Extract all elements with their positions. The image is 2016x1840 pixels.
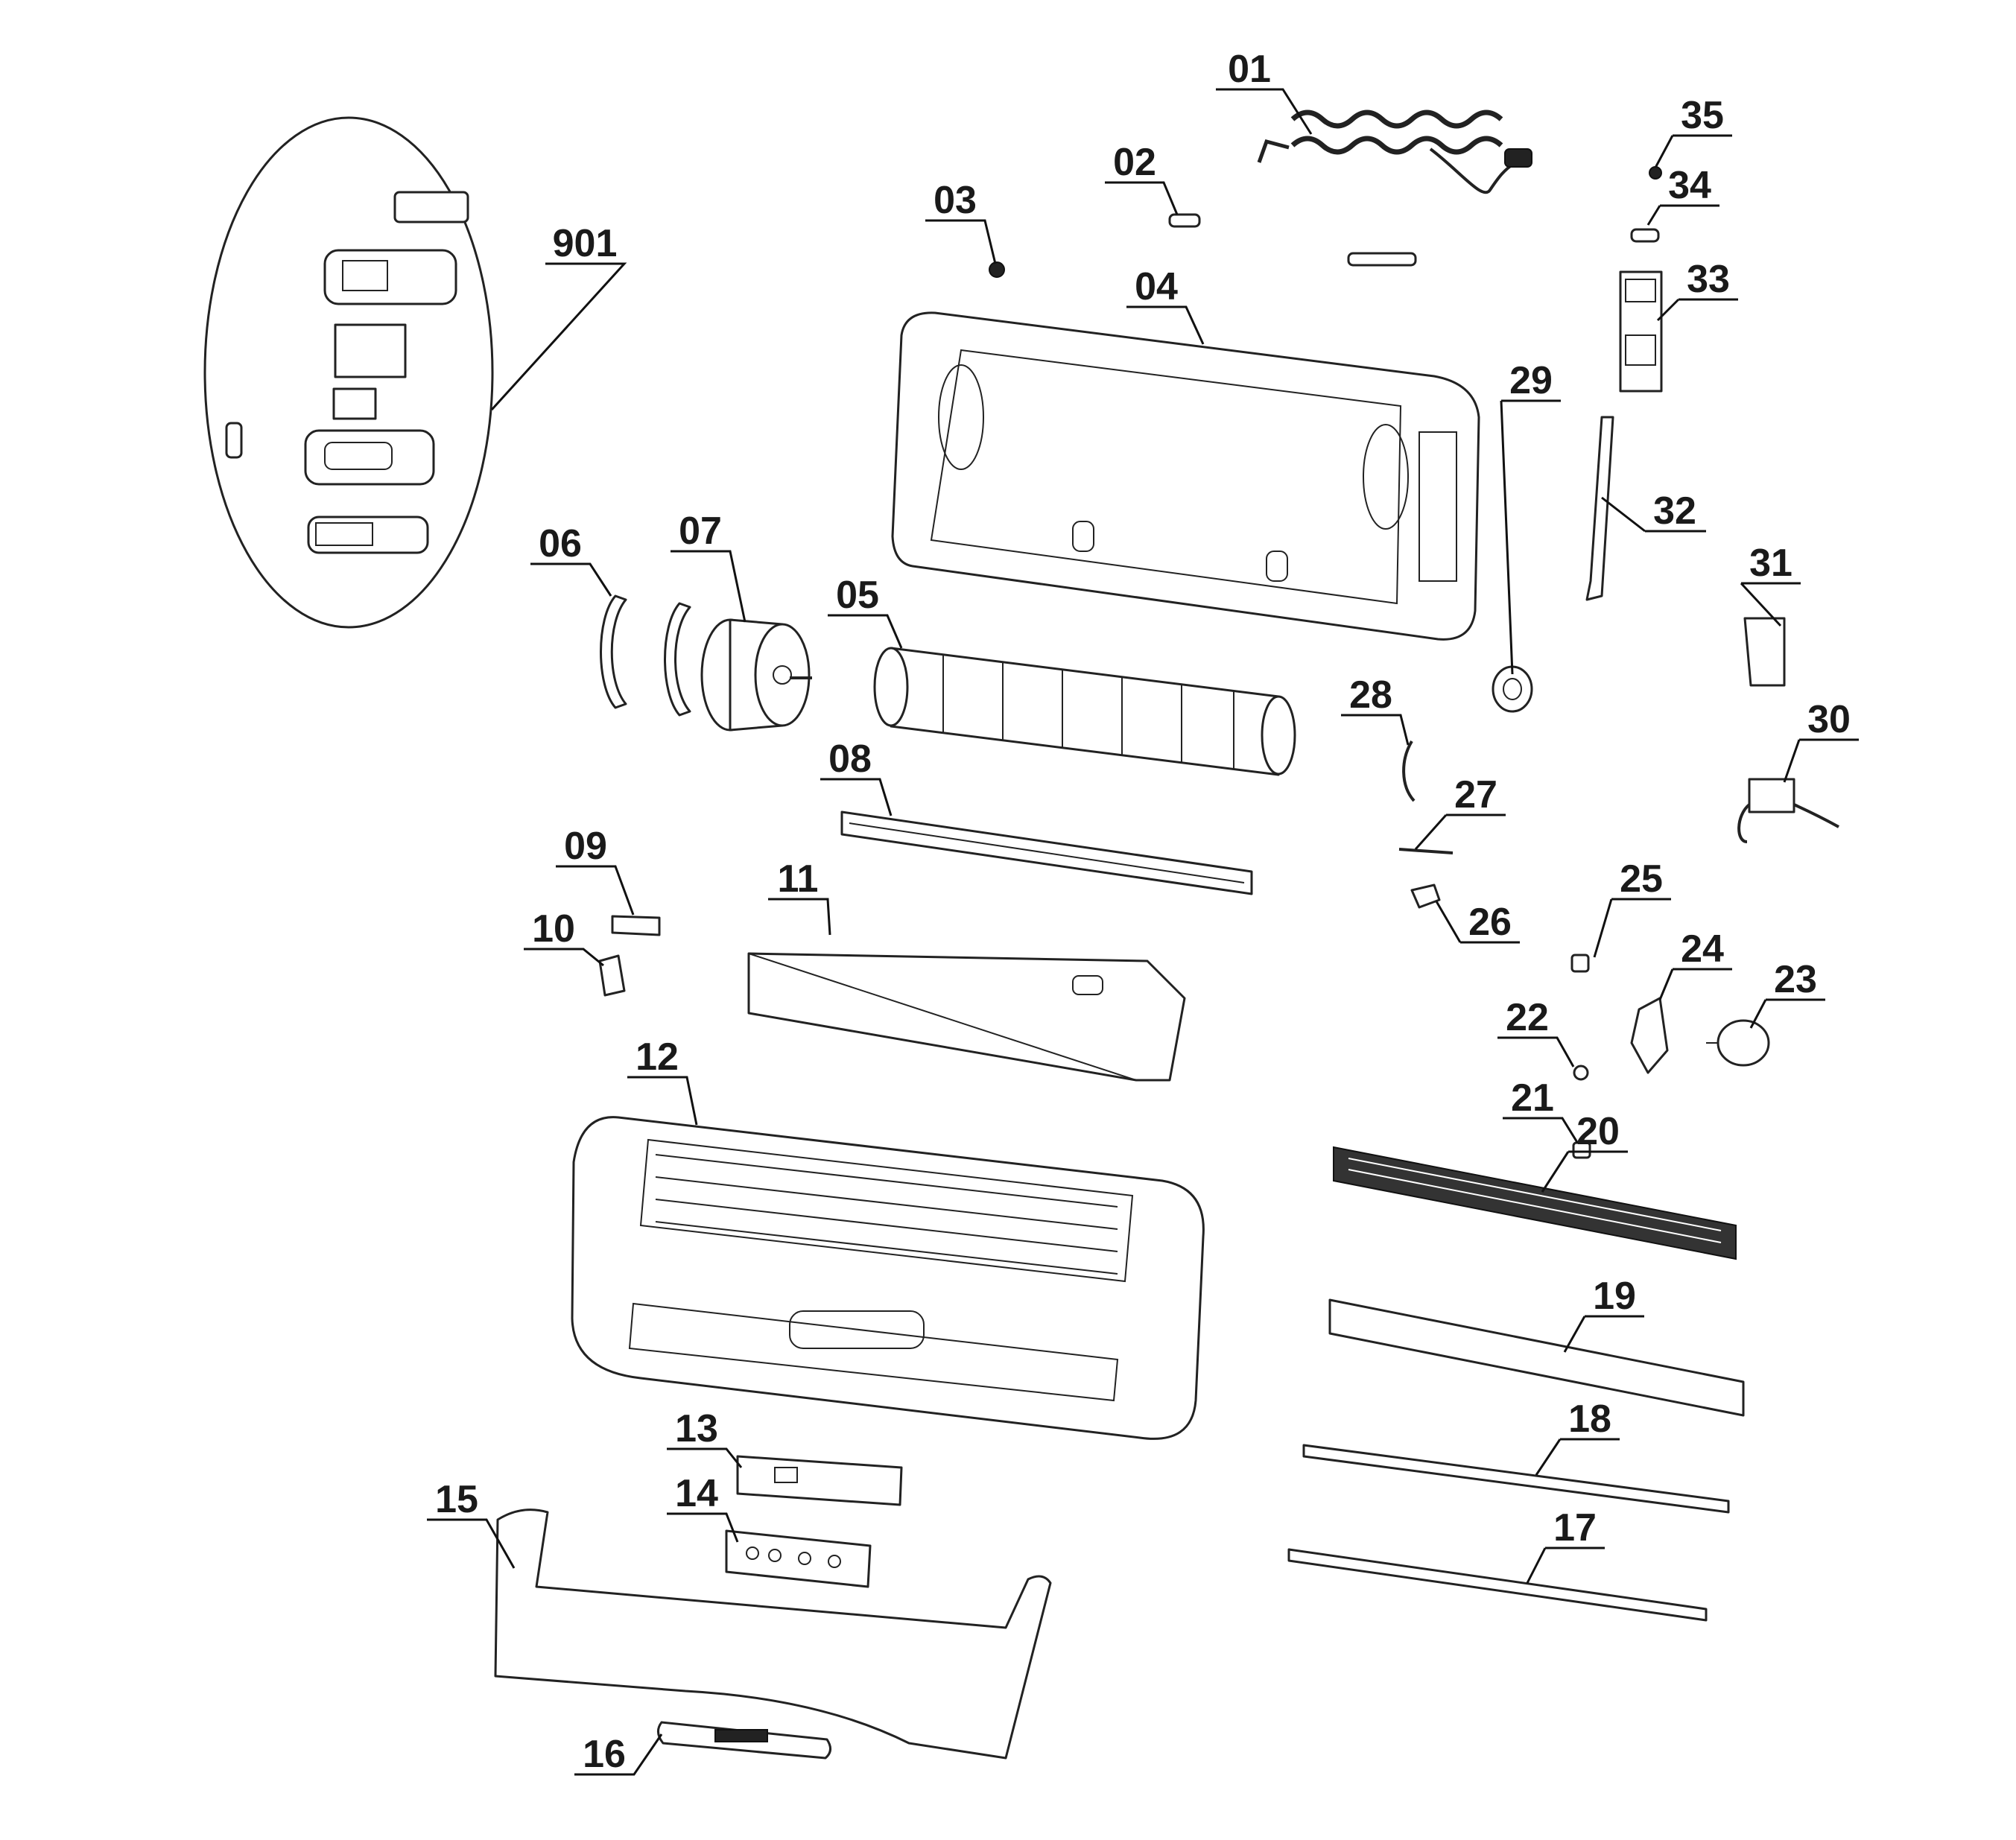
label-31: 31 bbox=[1749, 542, 1792, 585]
screw bbox=[1573, 1065, 1589, 1081]
power-cord bbox=[1257, 110, 1532, 194]
receiver-board bbox=[725, 1529, 872, 1588]
label-22: 22 bbox=[1506, 996, 1549, 1039]
label-11: 11 bbox=[778, 857, 819, 901]
air-grille bbox=[1333, 1146, 1737, 1260]
label-17: 17 bbox=[1553, 1506, 1597, 1549]
air-deflector-frame bbox=[1328, 1298, 1745, 1417]
terminal-block bbox=[1743, 617, 1786, 687]
sensor-cap bbox=[1570, 954, 1590, 973]
display-panel bbox=[657, 1721, 831, 1760]
label-09: 09 bbox=[564, 825, 607, 868]
label-07: 07 bbox=[679, 510, 722, 553]
motor-bracket bbox=[1630, 997, 1669, 1074]
label-13: 13 bbox=[675, 1407, 718, 1450]
leader-lines bbox=[427, 88, 1859, 1776]
label-27: 27 bbox=[1454, 773, 1497, 816]
sensor-bracket bbox=[1347, 252, 1417, 267]
display-board bbox=[736, 1455, 903, 1506]
label-06: 06 bbox=[539, 522, 582, 565]
label-15: 15 bbox=[435, 1478, 478, 1521]
label-05: 05 bbox=[836, 574, 879, 617]
motor-clamp bbox=[600, 594, 691, 717]
main-control-board bbox=[1619, 270, 1663, 393]
drain-tray-strip bbox=[840, 810, 1253, 895]
temperature-sensor-clip bbox=[1398, 848, 1454, 854]
label-23: 23 bbox=[1774, 958, 1817, 1001]
label-08: 08 bbox=[828, 737, 872, 781]
label-03: 03 bbox=[933, 179, 977, 222]
label-30: 30 bbox=[1807, 698, 1851, 741]
label-24: 24 bbox=[1681, 927, 1724, 971]
drain-pan bbox=[747, 952, 1186, 1082]
label-901: 901 bbox=[553, 222, 618, 265]
rubber-plug bbox=[989, 261, 1005, 278]
label-26: 26 bbox=[1468, 901, 1512, 944]
label-14: 14 bbox=[675, 1472, 718, 1515]
horizontal-louver-upper bbox=[1302, 1444, 1730, 1514]
bushing bbox=[1572, 1141, 1591, 1159]
cross-flow-fan bbox=[873, 647, 1296, 776]
display-holder bbox=[611, 915, 661, 936]
label-29: 29 bbox=[1509, 359, 1553, 402]
stepper-motor-harness bbox=[1737, 778, 1839, 843]
fuse-holder bbox=[1630, 228, 1660, 243]
label-32: 32 bbox=[1653, 489, 1696, 533]
label-28: 28 bbox=[1349, 673, 1392, 717]
label-33: 33 bbox=[1687, 258, 1730, 301]
display-window bbox=[598, 954, 626, 997]
electric-box-cover-strip bbox=[1585, 416, 1614, 601]
label-19: 19 bbox=[1593, 1275, 1636, 1318]
sensor-holder bbox=[1168, 213, 1201, 228]
part-number-labels: 01 02 03 04 05 06 07 08 09 10 11 12 13 1… bbox=[435, 48, 1851, 1776]
small-cap bbox=[1649, 166, 1662, 180]
front-cover bbox=[494, 1509, 1052, 1760]
label-01: 01 bbox=[1228, 48, 1271, 91]
label-34: 34 bbox=[1668, 164, 1711, 207]
label-18: 18 bbox=[1568, 1398, 1611, 1441]
fan-motor bbox=[700, 618, 812, 732]
horizontal-louver-lower bbox=[1287, 1548, 1708, 1622]
label-21: 21 bbox=[1511, 1076, 1554, 1120]
pipe-clip bbox=[1402, 740, 1416, 802]
swing-motor bbox=[1706, 1019, 1770, 1067]
thermal-fuse bbox=[1410, 883, 1441, 909]
label-25: 25 bbox=[1620, 857, 1663, 901]
front-panel bbox=[571, 1116, 1205, 1440]
label-20: 20 bbox=[1576, 1110, 1620, 1153]
remote-control-kit bbox=[203, 116, 494, 629]
label-04: 04 bbox=[1135, 265, 1178, 308]
label-16: 16 bbox=[583, 1733, 626, 1776]
label-10: 10 bbox=[532, 907, 575, 951]
label-02: 02 bbox=[1113, 141, 1156, 184]
chassis bbox=[891, 311, 1480, 641]
label-35: 35 bbox=[1681, 94, 1724, 137]
label-12: 12 bbox=[635, 1035, 679, 1079]
